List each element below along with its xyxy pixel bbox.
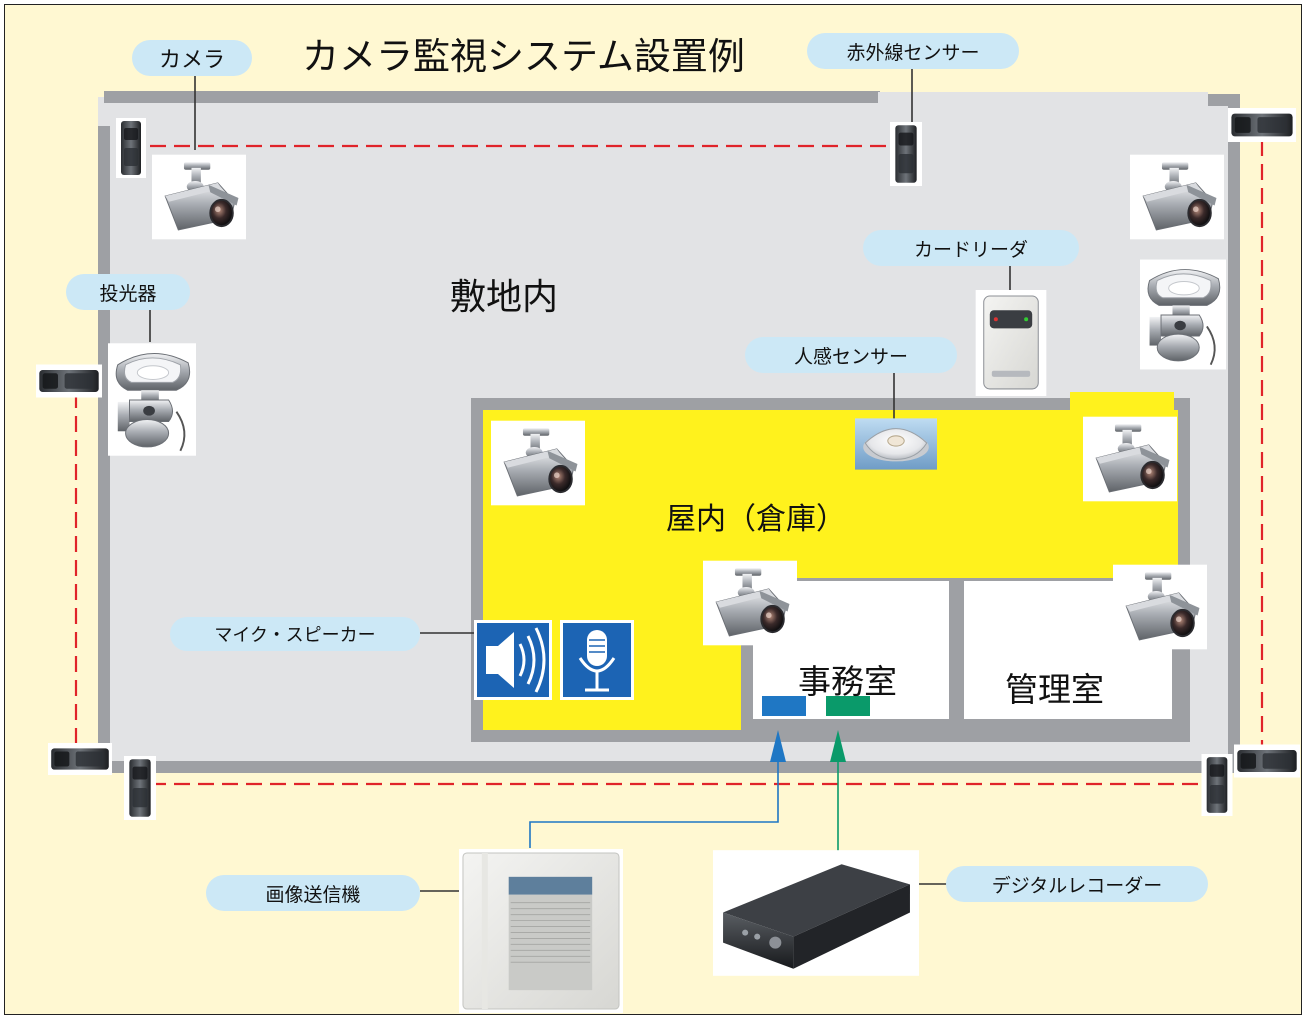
ir-sensor-label: 赤外線センサー (807, 33, 1019, 69)
camera-icon (491, 419, 585, 507)
camera-icon (152, 153, 246, 241)
camera-icon (1113, 563, 1207, 651)
card-reader-label: カードリーダ (863, 230, 1079, 266)
ir-sensor-icon (48, 743, 112, 775)
ir-sensor-icon (116, 118, 146, 178)
floodlight-label: 投光器 (66, 274, 190, 310)
ir-sensor-icon (124, 756, 156, 820)
digital-recorder-icon (713, 850, 919, 976)
ir-sensor-icon (890, 122, 922, 186)
mic-speaker-label: マイク・スピーカー (170, 617, 420, 651)
floodlight-icon (1140, 258, 1226, 371)
motion-sensor-label: 人感センサー (745, 337, 957, 373)
page-title: カメラ監視システム設置例 (302, 35, 745, 78)
recorder-link (830, 730, 846, 854)
perimeter-beams (74, 140, 1264, 786)
recorder-port (826, 696, 870, 716)
camera-icon (1083, 415, 1177, 503)
image-transmitter-label: 画像送信機 (206, 875, 420, 911)
ir-sensor-icon (1228, 108, 1296, 142)
image-transmitter-icon (459, 849, 623, 1013)
camera-icon (1130, 153, 1224, 241)
transmitter-link (529, 730, 786, 848)
motion-sensor-icon (855, 418, 937, 470)
premises-label: 敷地内 (450, 277, 559, 318)
microphone-icon (560, 620, 634, 700)
transmitter-port (762, 696, 806, 716)
camera-icon (703, 559, 797, 647)
camera-label: カメラ (132, 40, 252, 76)
leader-lines (149, 65, 1011, 892)
management-label: 管理室 (1005, 670, 1104, 709)
card-reader-icon (975, 290, 1047, 396)
floodlight-icon (108, 342, 196, 457)
digital-recorder-label: デジタルレコーダー (946, 866, 1208, 902)
warehouse-label: 屋内（倉庫） (666, 502, 846, 537)
ir-sensor-icon (1234, 744, 1300, 778)
speaker-icon (474, 620, 552, 700)
ir-sensor-icon (36, 364, 102, 398)
office-label: 事務室 (798, 662, 897, 701)
ir-sensor-icon (1201, 754, 1233, 816)
